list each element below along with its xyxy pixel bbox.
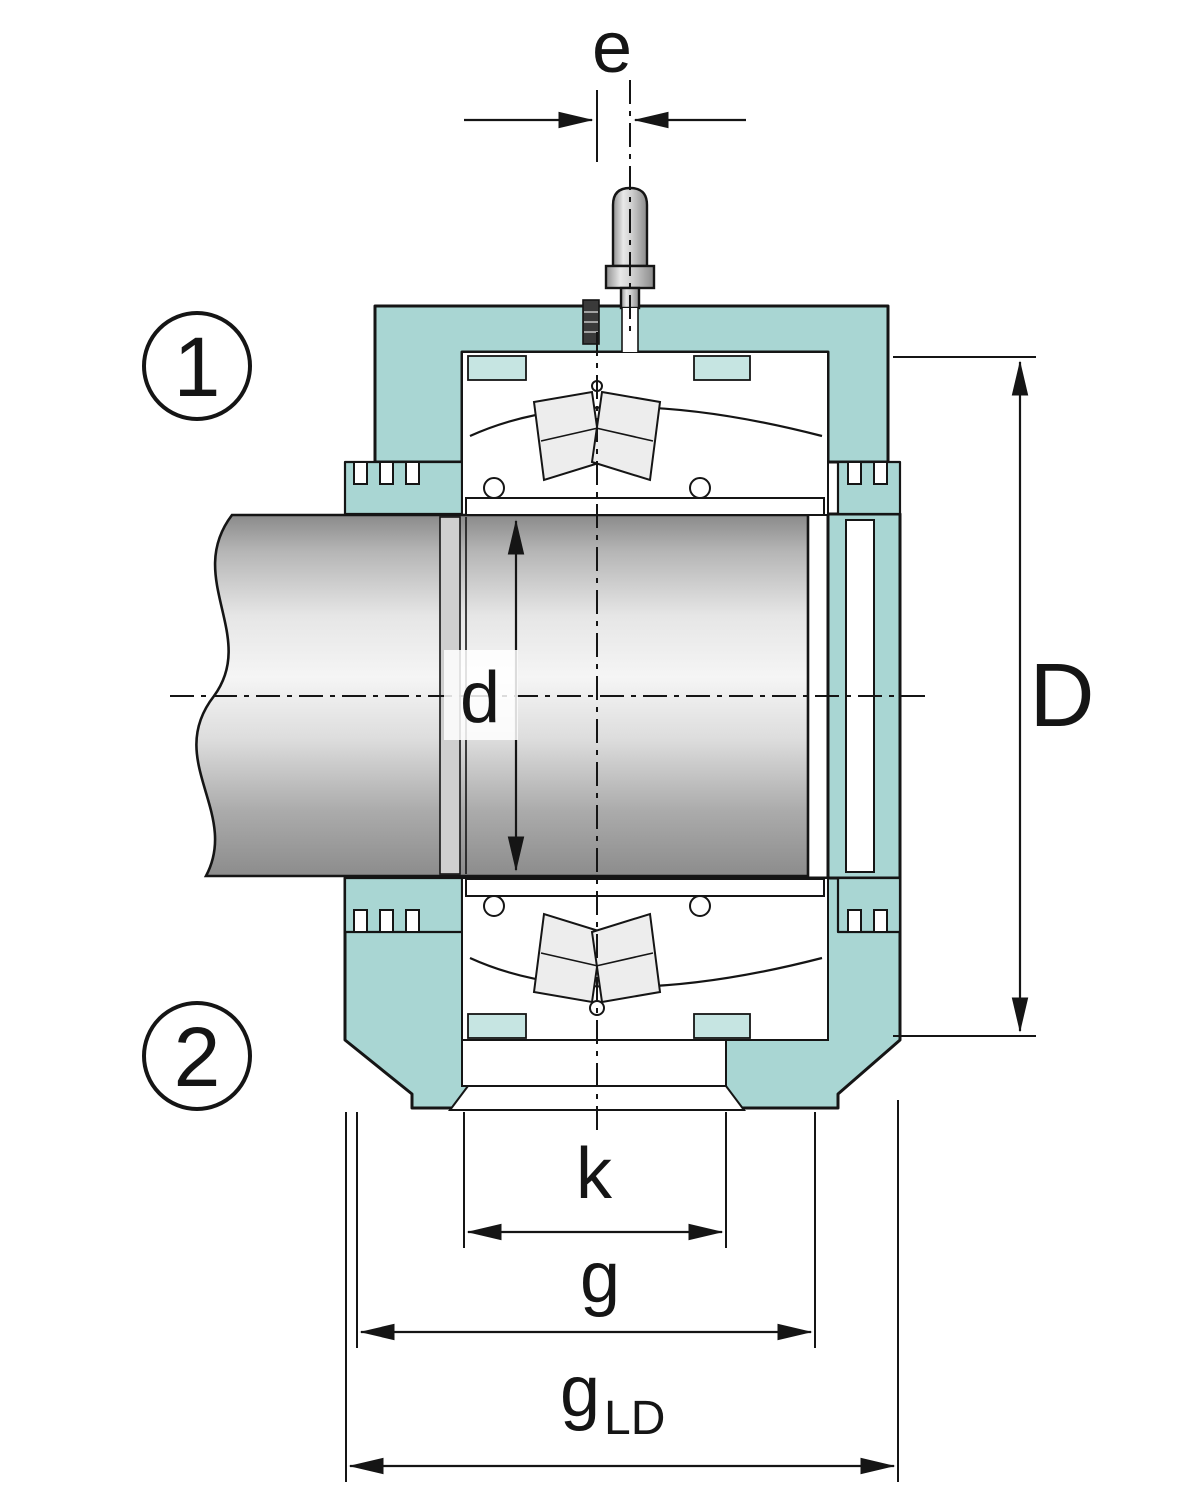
- dimension-D-label: D: [1030, 646, 1095, 746]
- base-recess: [461, 1039, 727, 1087]
- outer-ring-section-top-right: [693, 355, 751, 381]
- seal-carrier-bottom-left: [343, 876, 464, 934]
- callout-2-label: 2: [174, 1010, 221, 1104]
- seal-carrier-top-left: [343, 460, 464, 516]
- dimension-d: d: [444, 519, 525, 872]
- rollers-top: [532, 390, 662, 482]
- inner-ring-bottom: [465, 878, 825, 897]
- callout-2: 2: [142, 1001, 252, 1111]
- seal-carrier-bottom-right: [836, 876, 902, 934]
- outer-ring-section-bottom-left: [467, 1013, 527, 1039]
- cage-rivet-bottom-left: [483, 895, 505, 917]
- cage-rivet-bottom-right: [689, 895, 711, 917]
- dimension-D: D: [893, 356, 1095, 1037]
- callout-1: 1: [142, 311, 252, 421]
- outer-ring-section-bottom-right: [693, 1013, 751, 1039]
- dimension-g: g: [356, 1112, 816, 1348]
- callout-1-label: 1: [174, 320, 221, 414]
- dimension-g-label: g: [580, 1238, 620, 1318]
- dimension-k: k: [463, 1112, 727, 1248]
- dimension-gld: gLD: [345, 1100, 899, 1482]
- cage-rivet-top-left: [483, 477, 505, 499]
- seal-carrier-top-right: [836, 460, 902, 516]
- dimension-k-label: k: [576, 1134, 613, 1214]
- cage-rivet-top-right: [689, 477, 711, 499]
- dimension-e-label: e: [592, 8, 632, 88]
- oil-plug: [582, 299, 600, 345]
- rollers-bottom: [532, 912, 662, 1004]
- dimension-gld-label: gLD: [560, 1352, 665, 1445]
- dimension-e: e: [464, 8, 746, 129]
- grease-nipple: [604, 186, 656, 310]
- inner-ring-top: [465, 497, 825, 516]
- dimension-d-label: d: [460, 658, 500, 738]
- outer-ring-section-top-left: [467, 355, 527, 381]
